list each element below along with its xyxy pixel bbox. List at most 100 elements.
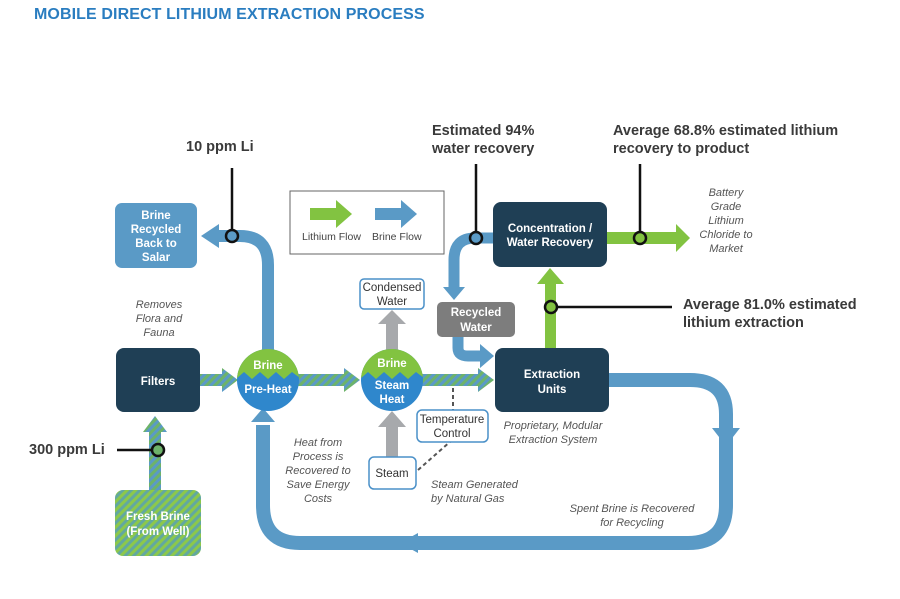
note-battery-line2: Grade bbox=[711, 201, 742, 213]
note-proprietary-line1: Proprietary, Modular bbox=[504, 420, 604, 432]
recycled-water-to-extraction bbox=[452, 336, 482, 362]
steam-heat-top: Brine bbox=[377, 358, 406, 370]
condensed-line2: Water bbox=[377, 296, 407, 308]
page-title: MOBILE DIRECT LITHIUM EXTRACTION PROCESS bbox=[34, 6, 425, 23]
note-heat-line1: Heat from bbox=[294, 437, 342, 449]
note-battery-line4: Chloride to bbox=[699, 229, 752, 241]
note-heat-recovered: Heat from Process is Recovered to Save E… bbox=[285, 437, 351, 505]
extraction-line2: Units bbox=[538, 384, 567, 396]
temp-line2: Control bbox=[433, 428, 470, 440]
lithium-recovery-line2: recovery to product bbox=[613, 141, 749, 157]
extraction-to-concentration-arrow bbox=[537, 268, 564, 284]
callout-300ppm-text: 300 ppm Li bbox=[29, 442, 105, 458]
preheat-bottom: Pre-Heat bbox=[244, 384, 291, 396]
callout-300ppm: 300 ppm Li bbox=[29, 442, 166, 458]
filters-to-preheat-arrow bbox=[222, 368, 238, 392]
extraction-to-concentration-path bbox=[545, 282, 556, 348]
note-removes-line1: Removes bbox=[136, 299, 183, 311]
to-market-arrow bbox=[676, 224, 690, 252]
note-removes-flora: Removes Flora and Fauna bbox=[136, 299, 183, 339]
note-removes-line3: Fauna bbox=[143, 327, 174, 339]
note-steam-line2: by Natural Gas bbox=[431, 493, 505, 505]
steam-dashed-line bbox=[417, 439, 453, 471]
temp-line1: Temperature bbox=[420, 414, 485, 426]
steam-label: Steam bbox=[375, 468, 408, 480]
heat-return-up-arrow bbox=[251, 408, 275, 422]
callout-lithium-recovery: Average 68.8% estimated lithium recovery… bbox=[613, 123, 838, 246]
note-steam-generated: Steam Generated by Natural Gas bbox=[431, 479, 519, 505]
recycled-water-right-arrow bbox=[480, 344, 494, 368]
fresh-brine-up-path bbox=[149, 432, 161, 492]
extraction-line1: Extraction bbox=[524, 369, 580, 381]
brine-recycle-left-arrow bbox=[201, 224, 219, 248]
steam-to-extraction-path bbox=[420, 374, 480, 386]
fresh-brine-line2: (From Well) bbox=[126, 526, 189, 538]
note-heat-line4: Save Energy bbox=[287, 479, 351, 491]
filters-label: Filters bbox=[141, 376, 176, 388]
fresh-brine-up-arrow bbox=[143, 416, 167, 432]
return-left-arrow bbox=[400, 533, 418, 553]
legend-brine-label: Brine Flow bbox=[372, 231, 422, 243]
legend-lithium-label: Lithium Flow bbox=[302, 231, 361, 243]
legend-lithium-arrow-icon bbox=[310, 200, 352, 228]
note-heat-line3: Recovered to bbox=[285, 465, 350, 477]
concentration-line2: Water Recovery bbox=[507, 237, 594, 249]
condensed-line1: Condensed bbox=[363, 282, 422, 294]
condensed-up-path bbox=[386, 322, 398, 352]
recycled-water-line1: Recycled bbox=[451, 307, 502, 319]
brine-steam-heat-circle: Brine Steam Heat bbox=[361, 349, 423, 411]
fresh-brine-box: Fresh Brine (From Well) bbox=[115, 490, 201, 556]
note-steam-line1: Steam Generated bbox=[431, 479, 519, 491]
preheat-top: Brine bbox=[253, 360, 282, 372]
recycled-water-box: Recycled Water bbox=[437, 302, 515, 337]
lithium-recovery-line1: Average 68.8% estimated lithium bbox=[613, 123, 838, 139]
note-spent-line2: for Recycling bbox=[600, 517, 664, 529]
callout-10ppm-text: 10 ppm Li bbox=[186, 139, 254, 155]
brine-recycle-path bbox=[218, 230, 274, 350]
brine-recycled-line4: Salar bbox=[142, 252, 171, 264]
note-battery-line1: Battery bbox=[709, 187, 745, 199]
filters-to-preheat-path bbox=[200, 374, 224, 386]
water-down-arrow bbox=[443, 287, 465, 300]
water-recovery-line2: water recovery bbox=[431, 141, 534, 157]
note-spent-line1: Spent Brine is Recovered bbox=[570, 503, 696, 515]
steam-heat-line2: Heat bbox=[380, 394, 405, 406]
spent-brine-loop bbox=[256, 373, 733, 550]
brine-recycled-line2: Recycled bbox=[131, 224, 182, 236]
note-battery-grade: Battery Grade Lithium Chloride to Market bbox=[699, 187, 752, 255]
callout-water-recovery: Estimated 94% water recovery bbox=[431, 123, 534, 246]
condensed-water-box: Condensed Water bbox=[359, 278, 425, 310]
lithium-extraction-line1: Average 81.0% estimated bbox=[683, 297, 857, 313]
water-recovery-path bbox=[448, 232, 494, 290]
callout-10ppm: 10 ppm Li bbox=[186, 139, 254, 244]
steam-up-path bbox=[386, 425, 398, 461]
note-heat-line2: Process is bbox=[293, 451, 344, 463]
preheat-to-steam-path bbox=[298, 374, 346, 386]
extraction-units-box: Extraction Units bbox=[495, 348, 609, 412]
fresh-brine-line1: Fresh Brine bbox=[126, 511, 190, 523]
steam-to-extraction-arrow bbox=[478, 368, 494, 392]
brine-recycled-line1: Brine bbox=[141, 210, 170, 222]
steam-box: Steam bbox=[368, 456, 417, 490]
filters-box: Filters bbox=[116, 348, 200, 412]
concentration-line1: Concentration / bbox=[508, 223, 593, 235]
note-spent-brine: Spent Brine is Recovered for Recycling bbox=[570, 503, 696, 529]
water-recovery-line1: Estimated 94% bbox=[432, 123, 534, 139]
note-heat-line5: Costs bbox=[304, 493, 333, 505]
steam-heat-line1: Steam bbox=[375, 380, 410, 392]
legend-brine-arrow-icon bbox=[375, 200, 417, 228]
callout-lithium-extraction: Average 81.0% estimated lithium extracti… bbox=[543, 297, 857, 331]
legend: Lithium Flow Brine Flow bbox=[289, 190, 445, 255]
spent-brine-down-arrow bbox=[712, 428, 740, 446]
condensed-up-arrow bbox=[378, 310, 406, 324]
steam-up-arrow bbox=[378, 411, 406, 427]
note-battery-line5: Market bbox=[709, 243, 744, 255]
concentration-box: Concentration / Water Recovery bbox=[493, 202, 607, 267]
brine-preheat-circle: Brine Pre-Heat bbox=[237, 349, 299, 411]
note-proprietary: Proprietary, Modular Extraction System bbox=[504, 420, 604, 446]
preheat-to-steam-arrow bbox=[344, 368, 360, 392]
temperature-control-box: Temperature Control bbox=[416, 409, 489, 443]
recycled-water-line2: Water bbox=[460, 322, 492, 334]
note-battery-line3: Lithium bbox=[708, 215, 743, 227]
note-removes-line2: Flora and bbox=[136, 313, 183, 325]
